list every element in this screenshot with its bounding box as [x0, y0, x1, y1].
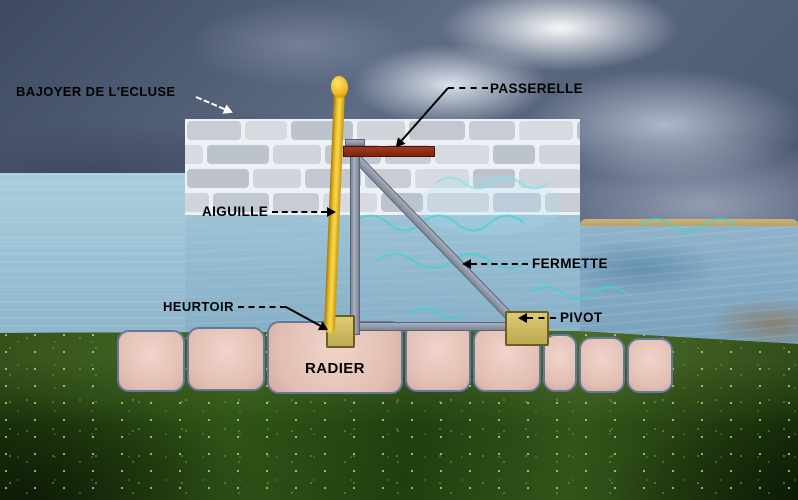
- wall-brick: [435, 145, 489, 164]
- squiggle-line: [353, 214, 525, 232]
- squiggle-line: [435, 176, 549, 190]
- wall-brick: [207, 145, 269, 164]
- passerelle-dash: [448, 83, 488, 93]
- fermette-arrow: [462, 259, 528, 269]
- wall-brick: [357, 121, 405, 140]
- splash-highlight: [418, 175, 562, 235]
- wall-brick: [187, 169, 249, 188]
- wall-brick: [187, 121, 241, 140]
- arrow-shaft: [448, 87, 488, 89]
- pivot-arrow: [518, 313, 556, 323]
- arrow-shaft: [527, 317, 556, 319]
- wall-brick: [291, 121, 353, 140]
- label-passerelle: PASSERELLE: [490, 81, 584, 96]
- wall-brick: [213, 193, 269, 212]
- arrowhead-icon: [462, 259, 471, 269]
- wall-brick: [577, 121, 580, 140]
- wall-brick: [185, 193, 209, 212]
- wall-brick: [519, 169, 580, 188]
- pivot-block: [505, 311, 549, 346]
- squiggle-line: [409, 307, 467, 319]
- wall-brick: [185, 145, 203, 164]
- label-fermette: FERMETTE: [532, 256, 608, 271]
- wall-brick: [409, 121, 465, 140]
- radier-block: [405, 322, 471, 392]
- wall-brick: [545, 193, 580, 212]
- lock-wall: [185, 119, 580, 215]
- squiggle-line: [639, 218, 737, 232]
- label-bajoyer: BAJOYER DE L'ECLUSE: [16, 84, 176, 99]
- wall-brick: [493, 193, 541, 212]
- fermette-post-cap: [345, 139, 365, 146]
- radier-block: [627, 338, 673, 393]
- wall-brick: [519, 121, 573, 140]
- wall-brick: [473, 169, 515, 188]
- wall-brick: [245, 121, 287, 140]
- wall-brick: [253, 169, 301, 188]
- fermette-vertical-post: [350, 141, 360, 335]
- aiguille-arrow: [272, 207, 336, 217]
- wall-brick: [273, 193, 319, 212]
- water-upstream: [0, 173, 185, 333]
- label-aiguille: AIGUILLE: [202, 204, 269, 219]
- wall-brick: [427, 193, 489, 212]
- label-radier: RADIER: [305, 360, 365, 377]
- wall-brick: [469, 121, 515, 140]
- radier-block: [117, 330, 185, 392]
- heurtoir-dash: [238, 302, 286, 312]
- water-downstream: [580, 226, 798, 346]
- arrow-shaft: [238, 306, 286, 308]
- radier-block: [187, 327, 265, 391]
- wall-brick: [493, 145, 535, 164]
- arrow-shaft: [272, 211, 327, 213]
- radier-block: [579, 337, 625, 393]
- label-pivot: PIVOT: [560, 310, 603, 325]
- wall-brick: [539, 145, 580, 164]
- footbridge: [343, 146, 435, 157]
- squiggle-line: [529, 286, 627, 300]
- wall-brick: [273, 145, 321, 164]
- arrowhead-icon: [327, 207, 336, 217]
- fermette-bottom-bar: [336, 322, 522, 331]
- arrowhead-icon: [518, 313, 527, 323]
- arrow-shaft: [471, 263, 528, 265]
- label-heurtoir: HEURTOIR: [163, 299, 234, 314]
